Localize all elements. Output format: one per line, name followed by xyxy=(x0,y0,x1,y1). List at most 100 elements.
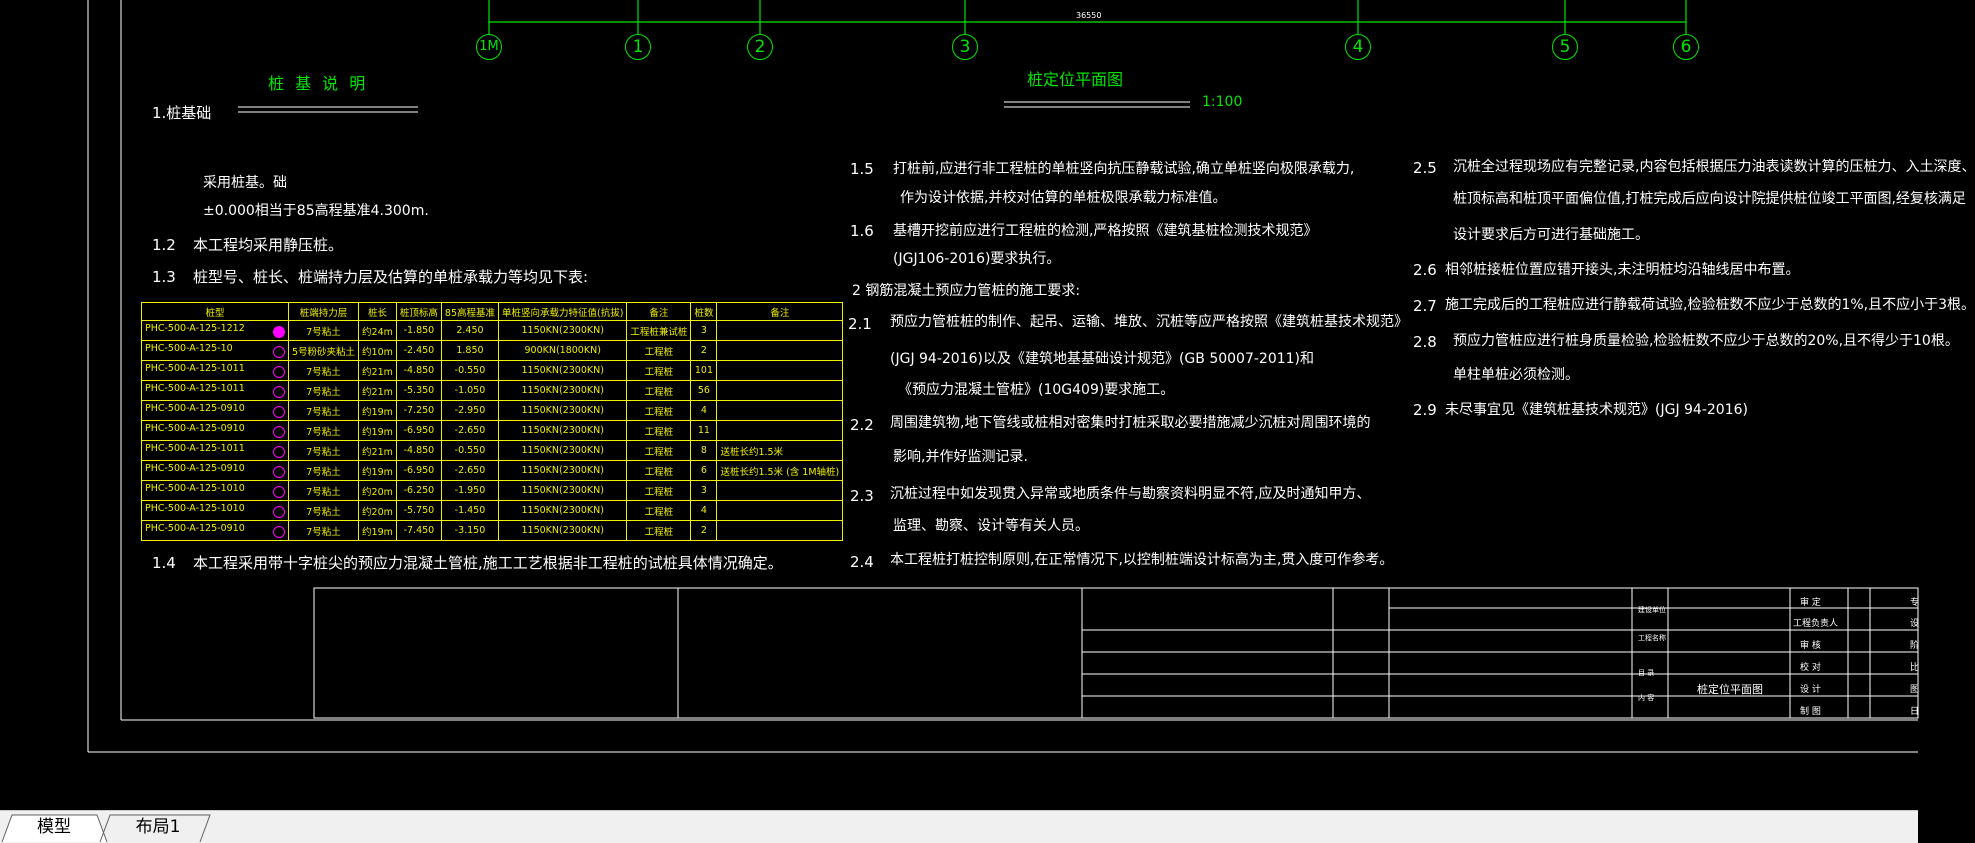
note-2: 2 钢筋混凝土预应力管桩的施工要求: xyxy=(852,283,1081,299)
cell-pile-length: 约21m xyxy=(358,360,397,381)
pile-type-label: PHC-500-A-125-1212 xyxy=(145,323,245,334)
cell-pile-top-elev: -2.450 xyxy=(395,340,442,361)
note-1: 1.桩基础 xyxy=(152,104,212,122)
note-2-8-num: 2.8 xyxy=(1413,333,1437,351)
note-2-5-b: 桩顶标高和桩顶平面偏位值,打桩完成后应向设计院提供桩位竣工平面图,经复核满足 xyxy=(1453,191,1966,207)
cell-pile-count: 56 xyxy=(690,380,718,401)
tb-edge-4: 图 xyxy=(1910,685,1920,695)
note-2-7-num: 2.7 xyxy=(1413,297,1437,315)
note-1-4-num: 1.4 xyxy=(152,554,176,572)
cell-pile-count: 3 xyxy=(690,480,718,501)
cell-pile-note: 工程桩 xyxy=(626,480,692,501)
tab-model[interactable]: 模型 xyxy=(37,817,71,837)
tb-edge-5: 日 xyxy=(1910,707,1920,717)
cell-capacity: 1150KN(2300KN) xyxy=(497,420,628,441)
note-2-6-num: 2.6 xyxy=(1413,261,1437,279)
note-1-5-a: 打桩前,应进行非工程桩的单桩竖向抗压静载试验,确立单桩竖向极限承载力, xyxy=(893,161,1355,177)
cell-pile-top-elev: -7.450 xyxy=(395,520,442,541)
cell-pile-remark xyxy=(716,500,844,521)
note-2-8-b: 单柱单桩必须检测。 xyxy=(1453,367,1579,383)
plan-scale: 1:100 xyxy=(1202,94,1243,110)
tb-edge-2: 阶 xyxy=(1910,641,1920,651)
note-1-6-num: 1.6 xyxy=(850,222,874,240)
axis-bubble-5: 5 xyxy=(1552,34,1578,60)
cell-pile-top-elev: -4.850 xyxy=(395,440,442,461)
tab-layout1[interactable]: 布局1 xyxy=(135,817,181,837)
cell-pile-top-elev: -5.350 xyxy=(395,380,442,401)
cell-capacity: 1150KN(2300KN) xyxy=(497,480,628,501)
pile-type-label: PHC-500-A-125-1011 xyxy=(145,363,245,374)
pile-type-label: PHC-500-A-125-1011 xyxy=(145,443,245,454)
note-1-b: ±0.000相当于85高程基准4.300m. xyxy=(203,203,429,219)
col-header-85-elev: 85高程基准 xyxy=(440,302,500,321)
cell-bearing-layer: 7号粘土 xyxy=(287,440,360,461)
tb-label-engineer: 工程负责人 xyxy=(1793,619,1839,629)
pile-type-label: PHC-500-A-125-10 xyxy=(145,343,233,354)
cell-pile-length: 约19m xyxy=(358,460,397,481)
cell-pile-count: 101 xyxy=(690,360,718,381)
pile-type-label: PHC-500-A-125-1011 xyxy=(145,383,245,394)
cell-pile-length: 约19m xyxy=(358,400,397,421)
dimension-total: 36550 xyxy=(1076,11,1102,20)
cell-pile-type: PHC-500-A-125-10 xyxy=(141,340,289,361)
axis-bubble-1: 1 xyxy=(625,34,651,60)
pile-type-label: PHC-500-A-125-1010 xyxy=(145,503,245,514)
tb-label-content: 内 容 xyxy=(1638,694,1655,702)
note-2-9-num: 2.9 xyxy=(1413,401,1437,419)
cell-bearing-layer: 7号粘土 xyxy=(287,500,360,521)
tb-label-approve: 审 定 xyxy=(1800,598,1821,608)
col-header-length: 桩长 xyxy=(358,302,397,321)
tb-label-client: 建设单位 xyxy=(1638,606,1666,614)
col-header-note: 备注 xyxy=(626,302,692,321)
cell-pile-type: PHC-500-A-125-0910 xyxy=(141,420,289,441)
col-header-capacity: 单桩竖向承载力特征值(抗拔) xyxy=(497,302,628,321)
note-2-3-num: 2.3 xyxy=(850,487,874,505)
tb-label-catalog: 目 录 xyxy=(1638,669,1655,677)
note-2-2-num: 2.2 xyxy=(850,416,874,434)
cell-pile-count: 2 xyxy=(690,340,718,361)
note-2-5-c: 设计要求后方可进行基础施工。 xyxy=(1453,227,1649,243)
cell-bearing-layer: 5号粉砂夹粘土 xyxy=(287,340,360,361)
cad-drawing-canvas[interactable]: 1M 1 2 3 4 5 6 36550 桩 基 说 明 桩定位平面图 1:10… xyxy=(0,0,1975,810)
tab-outline xyxy=(1,814,211,843)
cell-pile-note: 工程桩 xyxy=(626,340,692,361)
cell-pile-type: PHC-500-A-125-0910 xyxy=(141,400,289,421)
cell-pile-remark xyxy=(716,320,844,341)
note-2-1-num: 2.1 xyxy=(848,315,872,333)
cell-pile-note: 工程桩 xyxy=(626,500,692,521)
col-header-count: 桩数 xyxy=(690,302,718,321)
cell-bearing-layer: 7号粘土 xyxy=(287,460,360,481)
cell-pile-count: 4 xyxy=(690,500,718,521)
tb-label-check: 校 对 xyxy=(1800,663,1821,673)
note-2-9: 未尽事宜见《建筑桩基技术规范》(JGJ 94-2016) xyxy=(1445,402,1748,418)
note-1-5-b: 作为设计依据,并校对估算的单桩极限承载力标准值。 xyxy=(900,190,1227,206)
pile-symbol-icon xyxy=(273,366,285,378)
cell-pile-remark: 送桩长约1.5米 xyxy=(716,440,844,461)
note-1-4: 本工程采用带十字桩尖的预应力混凝土管桩,施工工艺根据非工程桩的试桩具体情况确定。 xyxy=(193,554,783,572)
cell-pile-top-elev: -6.950 xyxy=(395,420,442,441)
drawing-linework xyxy=(87,0,1919,753)
cell-elev-85: 2.450 xyxy=(440,320,500,341)
note-2-1-a: 预应力管桩桩的制作、起吊、运输、堆放、沉桩等应严格按照《建筑桩基技术规范》 xyxy=(890,314,1408,330)
cell-pile-note: 工程桩 xyxy=(626,360,692,381)
cell-pile-count: 3 xyxy=(690,320,718,341)
cell-pile-note: 工程桩 xyxy=(626,440,692,461)
table-header-row: 桩型 桩端持力层 桩长 桩顶标高 85高程基准 单桩竖向承载力特征值(抗拔) 备… xyxy=(141,302,844,321)
cell-pile-type: PHC-500-A-125-1011 xyxy=(141,380,289,401)
axis-bubble-6: 6 xyxy=(1673,34,1699,60)
cell-pile-remark xyxy=(716,340,844,361)
col-header-layer: 桩端持力层 xyxy=(287,302,360,321)
tb-edge-1: 设 xyxy=(1910,619,1920,629)
cell-pile-remark xyxy=(716,520,844,541)
cell-pile-type: PHC-500-A-125-0910 xyxy=(141,460,289,481)
col-header-remark: 备注 xyxy=(716,302,844,321)
note-2-4-num: 2.4 xyxy=(850,553,874,571)
note-2-3-a: 沉桩过程中如发现贯入异常或地质条件与勘察资料明显不符,应及时通知甲方、 xyxy=(890,486,1371,502)
